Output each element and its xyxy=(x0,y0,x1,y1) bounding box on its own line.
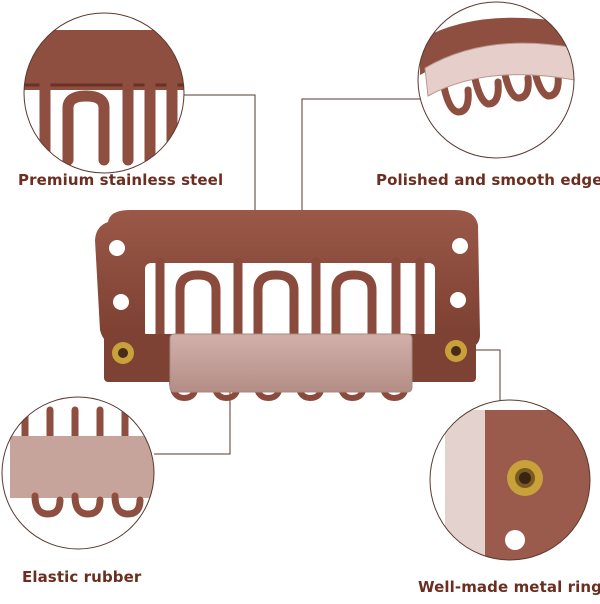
label-premium-steel: Premium stainless steel xyxy=(18,171,224,189)
label-smooth-edges: Polished and smooth edges xyxy=(376,171,600,189)
clip-teeth xyxy=(155,257,425,340)
leader-line-steel xyxy=(183,94,256,230)
rubber-strip xyxy=(169,333,413,393)
detail-rubber xyxy=(1,396,155,550)
main-clip xyxy=(95,210,480,402)
metal-ring-right xyxy=(445,340,467,362)
label-elastic-rubber: Elastic rubber xyxy=(22,568,142,586)
metal-ring-left xyxy=(112,342,134,364)
label-metal-ring: Well-made metal ring xyxy=(418,578,600,596)
detail-ring xyxy=(429,399,591,561)
detail-edges xyxy=(417,1,575,159)
detail-steel xyxy=(23,12,185,174)
